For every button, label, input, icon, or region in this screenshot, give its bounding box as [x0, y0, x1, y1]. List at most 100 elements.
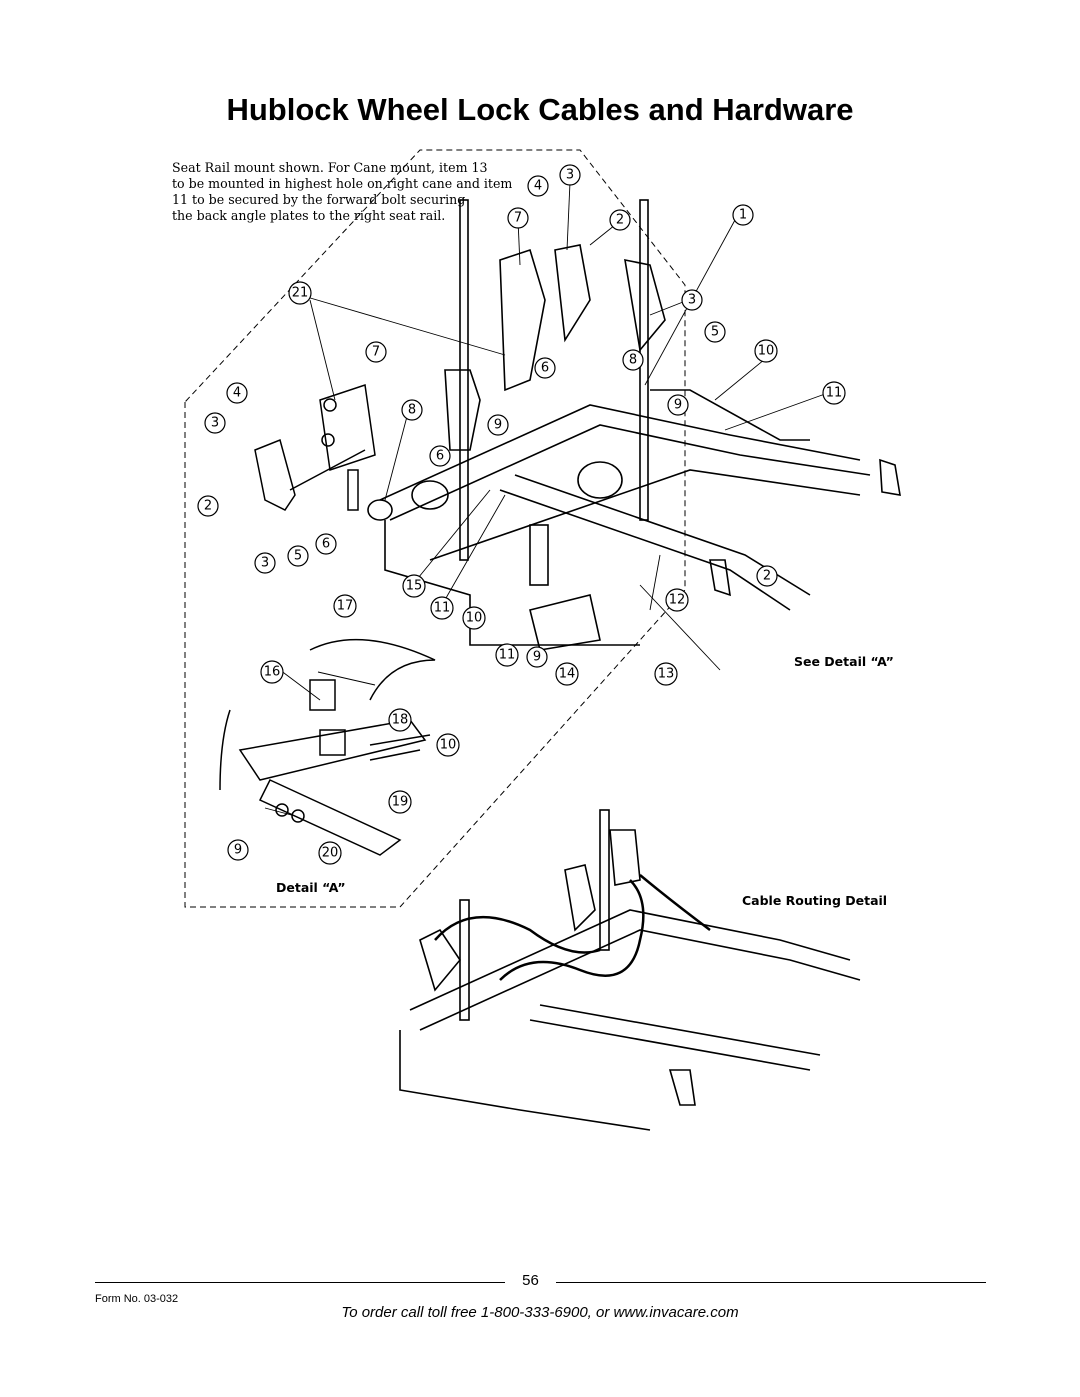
svg-text:9: 9	[494, 418, 502, 433]
svg-text:11: 11	[499, 648, 516, 663]
callout-9d: 9	[227, 839, 249, 861]
callout-1: 1	[732, 204, 754, 226]
svg-text:9: 9	[234, 843, 242, 858]
svg-text:1: 1	[739, 208, 747, 223]
svg-text:15: 15	[406, 579, 423, 594]
cable-routing-drawing	[399, 809, 861, 1131]
callout-4: 4	[527, 175, 549, 197]
callout-6b: 6	[429, 445, 451, 467]
svg-text:16: 16	[264, 665, 281, 680]
svg-text:2: 2	[204, 499, 212, 514]
page-number: 56	[522, 1272, 539, 1289]
svg-text:6: 6	[322, 537, 330, 552]
svg-text:6: 6	[541, 361, 549, 376]
svg-text:8: 8	[408, 403, 416, 418]
bracket-drawing	[254, 384, 376, 511]
exploded-view-drawing: 3 4 7 2 1 21 3 5 7 6 8 10 4 11 8 9 3 9 6…	[184, 149, 901, 1131]
callout-14: 14	[555, 662, 579, 686]
svg-text:2: 2	[763, 569, 771, 584]
callout-2c: 2	[756, 565, 778, 587]
callout-19: 19	[388, 790, 412, 814]
svg-text:8: 8	[629, 353, 637, 368]
callout-7b: 7	[365, 341, 387, 363]
detail-a-drawing	[219, 638, 436, 856]
note-line: the back angle plates to the right seat …	[172, 208, 446, 223]
svg-text:12: 12	[669, 593, 686, 608]
svg-text:20: 20	[322, 846, 339, 861]
svg-text:3: 3	[688, 293, 696, 308]
svg-text:9: 9	[533, 650, 541, 665]
callout-6: 6	[534, 357, 556, 379]
svg-text:5: 5	[711, 325, 719, 340]
callout-2: 2	[609, 209, 631, 231]
exploded-view-boundary	[184, 149, 686, 908]
footer-rule-right	[556, 1282, 986, 1283]
mounting-note: Seat Rail mount shown. For Cane mount, i…	[172, 160, 513, 224]
svg-text:11: 11	[434, 601, 451, 616]
callout-10b: 10	[462, 606, 486, 630]
note-line: Seat Rail mount shown. For Cane mount, i…	[172, 160, 488, 175]
callout-20: 20	[318, 841, 342, 865]
parts-diagram: 3 4 7 2 1 21 3 5 7 6 8 10 4 11 8 9 3 9 6…	[170, 140, 910, 1140]
callout-bubbles: 3 4 7 2 1 21 3 5 7 6 8 10 4 11 8 9 3 9 6…	[197, 164, 846, 865]
svg-text:4: 4	[534, 179, 542, 194]
callout-17: 17	[333, 594, 357, 618]
svg-text:2: 2	[616, 213, 624, 228]
svg-text:19: 19	[392, 795, 409, 810]
callout-15: 15	[402, 574, 426, 598]
callout-3b: 3	[681, 289, 703, 311]
callout-10: 10	[754, 339, 778, 363]
callout-8: 8	[622, 349, 644, 371]
svg-text:4: 4	[233, 386, 241, 401]
cable-routing-label: Cable Routing Detail	[742, 893, 888, 908]
svg-text:5: 5	[294, 549, 302, 564]
callout-2b: 2	[197, 495, 219, 517]
svg-text:7: 7	[514, 211, 522, 226]
leader-lines	[264, 181, 826, 817]
svg-text:3: 3	[566, 168, 574, 183]
callout-8b: 8	[401, 399, 423, 421]
svg-text:21: 21	[292, 286, 309, 301]
order-contact-line: To order call toll free 1-800-333-6900, …	[341, 1304, 739, 1321]
detail-a-label: Detail “A”	[276, 880, 346, 895]
svg-text:10: 10	[466, 611, 483, 626]
callout-6c: 6	[315, 533, 337, 555]
svg-text:17: 17	[337, 599, 354, 614]
see-detail-label: See Detail “A”	[794, 654, 894, 669]
svg-text:14: 14	[559, 667, 576, 682]
svg-text:18: 18	[392, 713, 409, 728]
callout-9: 9	[667, 394, 689, 416]
callout-5: 5	[704, 321, 726, 343]
svg-text:13: 13	[658, 667, 675, 682]
callout-12: 12	[665, 588, 689, 612]
svg-text:10: 10	[440, 738, 457, 753]
callout-3d: 3	[254, 552, 276, 574]
callout-13: 13	[654, 662, 678, 686]
callout-11c: 11	[495, 643, 519, 667]
note-line: to be mounted in highest hole on right c…	[172, 176, 513, 191]
callout-3: 3	[559, 164, 581, 186]
callout-7: 7	[507, 207, 529, 229]
svg-text:9: 9	[674, 398, 682, 413]
frame-drawing	[367, 199, 901, 651]
svg-text:10: 10	[758, 344, 775, 359]
svg-text:7: 7	[372, 345, 380, 360]
svg-text:6: 6	[436, 449, 444, 464]
page-title: Hublock Wheel Lock Cables and Hardware	[226, 92, 854, 127]
svg-text:11: 11	[826, 386, 843, 401]
callout-5b: 5	[287, 545, 309, 567]
callout-9c: 9	[526, 646, 548, 668]
svg-text:3: 3	[211, 416, 219, 431]
callout-3c: 3	[204, 412, 226, 434]
callout-21: 21	[288, 281, 312, 305]
form-number: Form No. 03-032	[95, 1293, 179, 1305]
callout-9b: 9	[487, 414, 509, 436]
callout-16: 16	[260, 660, 284, 684]
callout-4b: 4	[226, 382, 248, 404]
svg-text:3: 3	[261, 556, 269, 571]
note-line: 11 to be secured by the forward bolt sec…	[172, 192, 466, 207]
callout-18: 18	[388, 708, 412, 732]
callout-10c: 10	[436, 733, 460, 757]
callout-11: 11	[822, 381, 846, 405]
footer-rule-left	[95, 1282, 505, 1283]
